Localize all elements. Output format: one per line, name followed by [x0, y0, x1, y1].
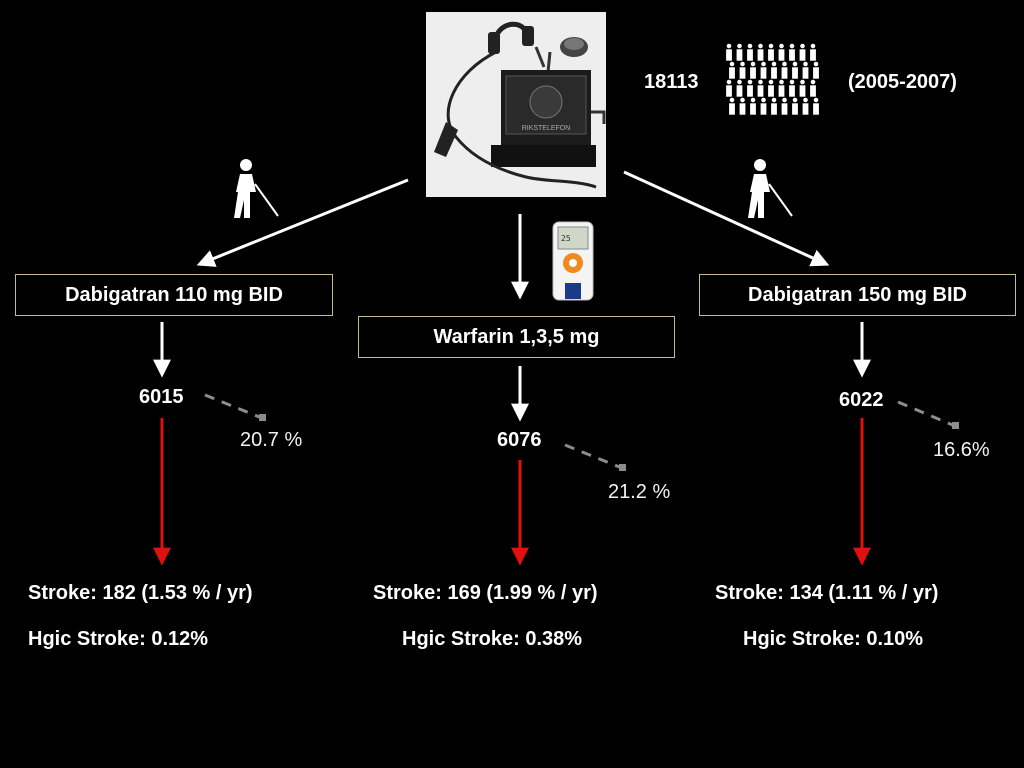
arm-box-dabigatran-110: Dabigatran 110 mg BID	[15, 274, 333, 316]
arm-label: Dabigatran 110 mg BID	[65, 283, 283, 306]
arm-percentage: 16.6%	[933, 439, 990, 461]
person-figure	[791, 61, 799, 80]
person-figure	[725, 79, 733, 98]
person-figure	[777, 79, 785, 98]
person-figure	[809, 79, 817, 98]
person-figure	[725, 43, 733, 62]
person-figure	[809, 43, 817, 62]
person-figure	[736, 43, 744, 62]
person-figure	[736, 79, 744, 98]
person-figure	[780, 61, 788, 80]
dash-to-pct-3	[897, 400, 956, 428]
person-figure	[791, 97, 799, 116]
arm-count: 6076	[497, 429, 542, 451]
person-with-cane-icon	[740, 158, 796, 225]
population-count: 18113	[644, 71, 699, 93]
svg-text:RIKSTELEFON: RIKSTELEFON	[522, 125, 571, 132]
dash-to-pct-2	[564, 443, 623, 470]
person-figure	[746, 79, 754, 98]
hgic-stroke-outcome: Hgic Stroke: 0.10%	[743, 628, 924, 650]
person-figure	[802, 97, 810, 116]
arrow-to-dabigatran-110	[196, 178, 409, 267]
person-figure	[780, 97, 788, 116]
person-figure	[812, 97, 820, 116]
stroke-outcome: Stroke: 134 (1.11 % / yr)	[715, 582, 939, 604]
stroke-outcome: Stroke: 182 (1.53 % / yr)	[28, 582, 253, 604]
stroke-outcome: Stroke: 169 (1.99 % / yr)	[373, 582, 598, 604]
person-figure	[749, 61, 757, 80]
crowd-icon	[724, 40, 820, 118]
telephone-image: RIKSTELEFON	[426, 12, 606, 197]
arm-label: Warfarin 1,3,5 mg	[433, 325, 600, 348]
arm-count: 6022	[839, 389, 884, 411]
person-figure	[767, 79, 775, 98]
study-years: (2005-2007)	[848, 71, 957, 93]
person-figure	[802, 61, 810, 80]
arm-percentage: 20.7 %	[240, 429, 303, 451]
arm-count: 6015	[139, 386, 184, 408]
person-figure	[728, 61, 736, 80]
person-figure	[728, 97, 736, 116]
person-figure	[788, 43, 796, 62]
person-figure	[756, 43, 764, 62]
person-figure	[759, 97, 767, 116]
hgic-stroke-outcome: Hgic Stroke: 0.38%	[402, 628, 583, 650]
person-figure	[746, 43, 754, 62]
person-figure	[749, 97, 757, 116]
person-figure	[799, 79, 807, 98]
hgic-stroke-outcome: Hgic Stroke: 0.12%	[28, 628, 209, 650]
person-figure	[770, 97, 778, 116]
person-figure	[739, 61, 747, 80]
inr-meter-icon: 25	[552, 221, 594, 308]
person-with-cane-icon	[226, 158, 282, 225]
svg-text:25: 25	[561, 234, 571, 243]
dash-to-pct-1	[204, 393, 263, 420]
person-figure	[756, 79, 764, 98]
person-figure	[770, 61, 778, 80]
person-figure	[812, 61, 820, 80]
person-figure	[767, 43, 775, 62]
person-figure	[759, 61, 767, 80]
arm-box-warfarin: Warfarin 1,3,5 mg	[358, 316, 675, 358]
arrow-to-dabigatran-150	[623, 170, 830, 267]
arm-percentage: 21.2 %	[608, 481, 671, 503]
person-figure	[799, 43, 807, 62]
person-figure	[777, 43, 785, 62]
person-figure	[739, 97, 747, 116]
arm-box-dabigatran-150: Dabigatran 150 mg BID	[699, 274, 1016, 316]
phone-icon: RIKSTELEFON	[434, 21, 606, 189]
arm-label: Dabigatran 150 mg BID	[748, 283, 967, 306]
person-figure	[788, 79, 796, 98]
